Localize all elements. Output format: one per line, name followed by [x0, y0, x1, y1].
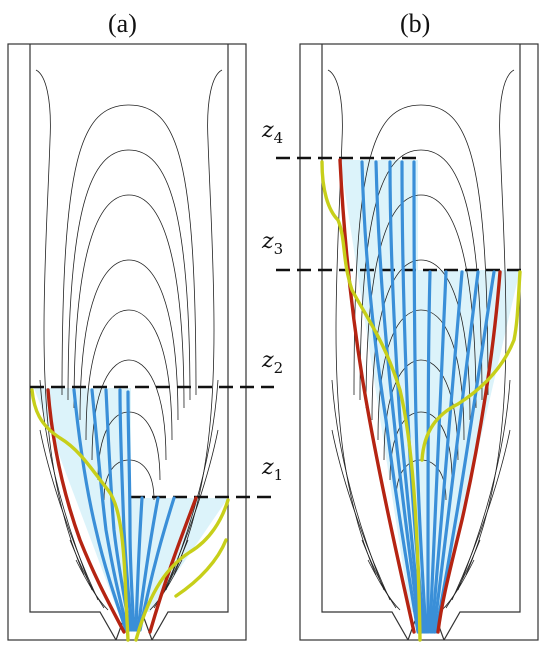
panel-b: (b) z4 z3 — [261, 9, 539, 642]
panel-a-streamlines — [30, 388, 230, 642]
panel-b-z4-base: z — [261, 118, 274, 143]
panel-a: (a) — [7, 9, 283, 642]
panel-b-label: (b) — [400, 9, 430, 38]
panel-b-z4-label: z4 — [261, 118, 283, 147]
panel-b-contours — [327, 69, 515, 611]
panel-b-z3-label: z3 — [261, 229, 283, 258]
panel-a-bed-wall — [29, 44, 229, 641]
panel-a-z1-base: z — [261, 455, 274, 480]
panel-b-z3-base: z — [261, 229, 274, 254]
panel-b-bed-wall — [321, 44, 521, 641]
panel-b-streamlines — [320, 158, 522, 642]
panel-a-z1-sub: 1 — [274, 466, 284, 484]
panel-a-z1-label: z1 — [261, 455, 283, 484]
panel-a-z2-base: z — [261, 348, 274, 373]
panel-a-z2-label: z2 — [261, 348, 283, 377]
panel-b-z3-sub: 3 — [274, 240, 284, 258]
panel-b-z4-sub: 4 — [274, 129, 284, 147]
panel-a-contours — [35, 69, 223, 611]
panel-a-z2-sub: 2 — [274, 359, 284, 377]
panel-a-label: (a) — [108, 9, 137, 38]
